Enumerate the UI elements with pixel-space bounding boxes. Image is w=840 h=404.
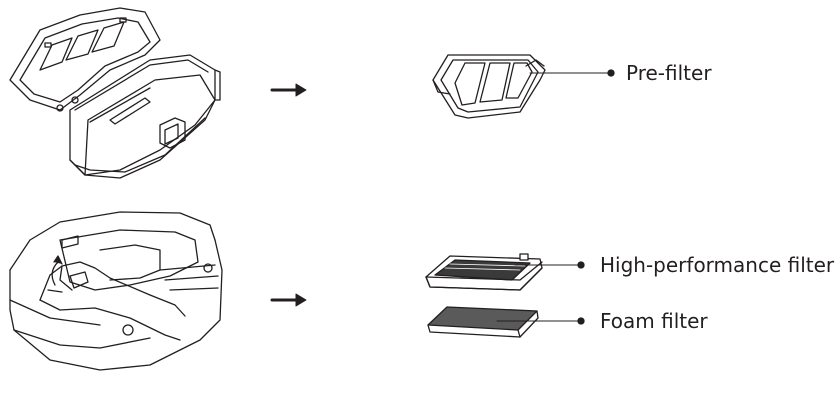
label-pre-filter: Pre-filter: [626, 61, 712, 85]
label-high-performance-filter: High-performance filter: [600, 253, 835, 277]
dustbin-open-illustration: [9, 7, 221, 179]
pre-filter-illustration: [432, 54, 615, 119]
label-foam-filter: Foam filter: [600, 309, 708, 333]
foam-filter-illustration: [427, 306, 585, 338]
hepa-filter-illustration: [425, 253, 585, 291]
arrow-right-icon: [270, 83, 307, 97]
arrow-right-icon: [270, 293, 307, 307]
dustbin-hand-open-illustration: [9, 211, 223, 371]
